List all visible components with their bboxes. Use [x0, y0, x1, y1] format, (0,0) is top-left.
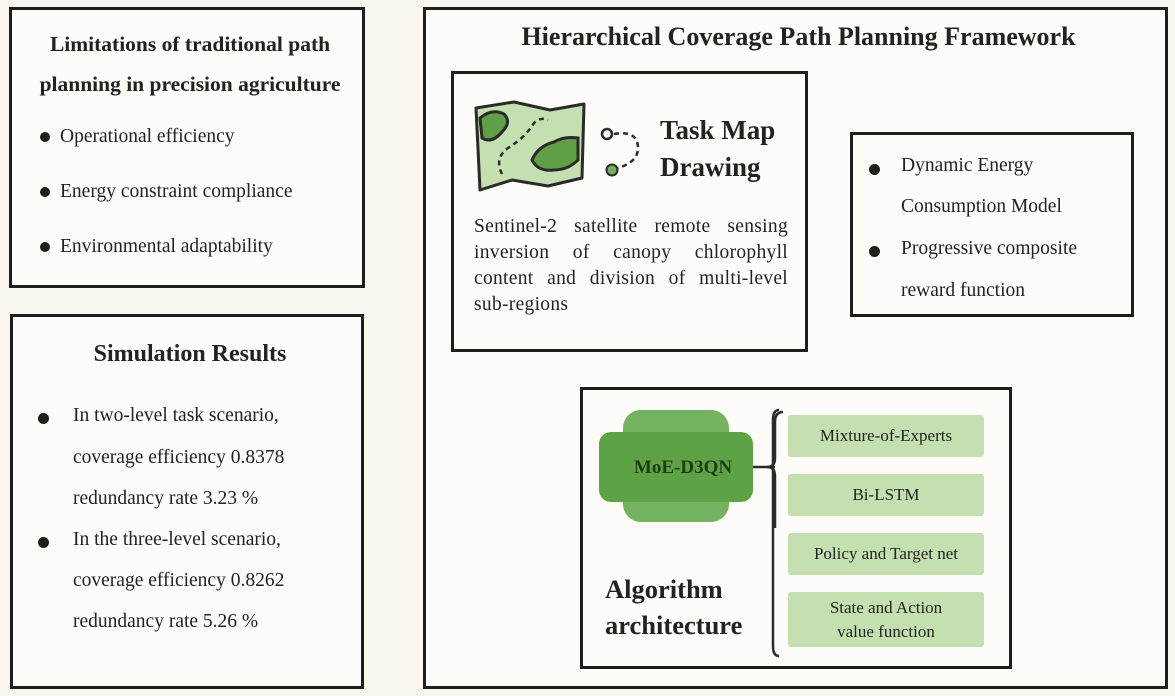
energy-line: Consumption Model	[901, 196, 1062, 217]
route-dots-icon	[600, 127, 640, 177]
reward-line: reward function	[901, 280, 1025, 301]
limitation-item: Environmental adaptability	[40, 236, 273, 258]
result-line: coverage efficiency 0.8262	[73, 570, 285, 591]
limitation-label: Environmental adaptability	[60, 236, 273, 257]
bullet-icon	[38, 537, 49, 548]
framework-box: Hierarchical Coverage Path Planning Fram…	[423, 7, 1168, 689]
bullet-icon	[38, 413, 49, 424]
result-line: coverage efficiency 0.8378	[73, 447, 285, 468]
moe-d3qn-label: MoE-D3QN	[633, 457, 733, 478]
simulation-title: Simulation Results	[93, 341, 287, 367]
component-policy-target-net: Policy and Target net	[788, 533, 984, 575]
algorithm-box: MoE-D3QN Algorithm architecture Mixture-…	[580, 387, 1012, 669]
task-map-box: Task Map Drawing Sentinel-2 satellite re…	[451, 71, 808, 352]
limitations-title: Limitations of traditional path planning…	[12, 24, 368, 104]
algorithm-title-line2: architecture	[605, 610, 743, 640]
energy-reward-box: Dynamic Energy Consumption Model Progres…	[850, 132, 1134, 317]
bullet-icon	[40, 187, 50, 197]
field-map-icon	[474, 100, 586, 192]
result-line: redundancy rate 5.26 %	[73, 611, 259, 632]
energy-line: Dynamic Energy	[901, 155, 1034, 176]
reward-line: Progressive composite	[901, 238, 1078, 259]
limitation-item: Operational efficiency	[40, 126, 235, 148]
task-map-title-line1: Task Map	[660, 115, 776, 145]
task-map-title: Task Map Drawing	[660, 112, 775, 186]
component-bi-lstm: Bi-LSTM	[788, 474, 984, 516]
bullet-icon	[869, 164, 880, 175]
result-line: In the three-level scenario,	[73, 529, 281, 550]
limitation-item: Energy constraint compliance	[40, 181, 292, 203]
algorithm-title: Algorithm architecture	[605, 571, 742, 643]
limitations-box: Limitations of traditional path planning…	[9, 7, 365, 288]
brace-icon	[771, 408, 780, 658]
limitations-title-line2: planning in precision agriculture	[39, 72, 341, 96]
limitations-title-line1: Limitations of traditional path	[49, 32, 331, 56]
task-map-description: Sentinel-2 satellite remote sensing inve…	[474, 216, 788, 315]
task-map-title-line2: Drawing	[660, 152, 761, 182]
limitation-label: Energy constraint compliance	[60, 181, 293, 202]
result-line: redundancy rate 3.23 %	[73, 488, 259, 509]
algorithm-title-line1: Algorithm	[605, 574, 723, 604]
component-mixture-of-experts: Mixture-of-Experts	[788, 415, 984, 457]
result-line: In two-level task scenario,	[73, 405, 279, 426]
bullet-icon	[869, 246, 880, 257]
bullet-icon	[40, 242, 50, 252]
component-state-action-value: State and Action value function	[788, 592, 984, 647]
simulation-results-box: Simulation Results In two-level task sce…	[10, 314, 364, 689]
bullet-icon	[40, 132, 50, 142]
limitation-label: Operational efficiency	[60, 126, 235, 147]
framework-title: Hierarchical Coverage Path Planning Fram…	[521, 22, 1076, 51]
